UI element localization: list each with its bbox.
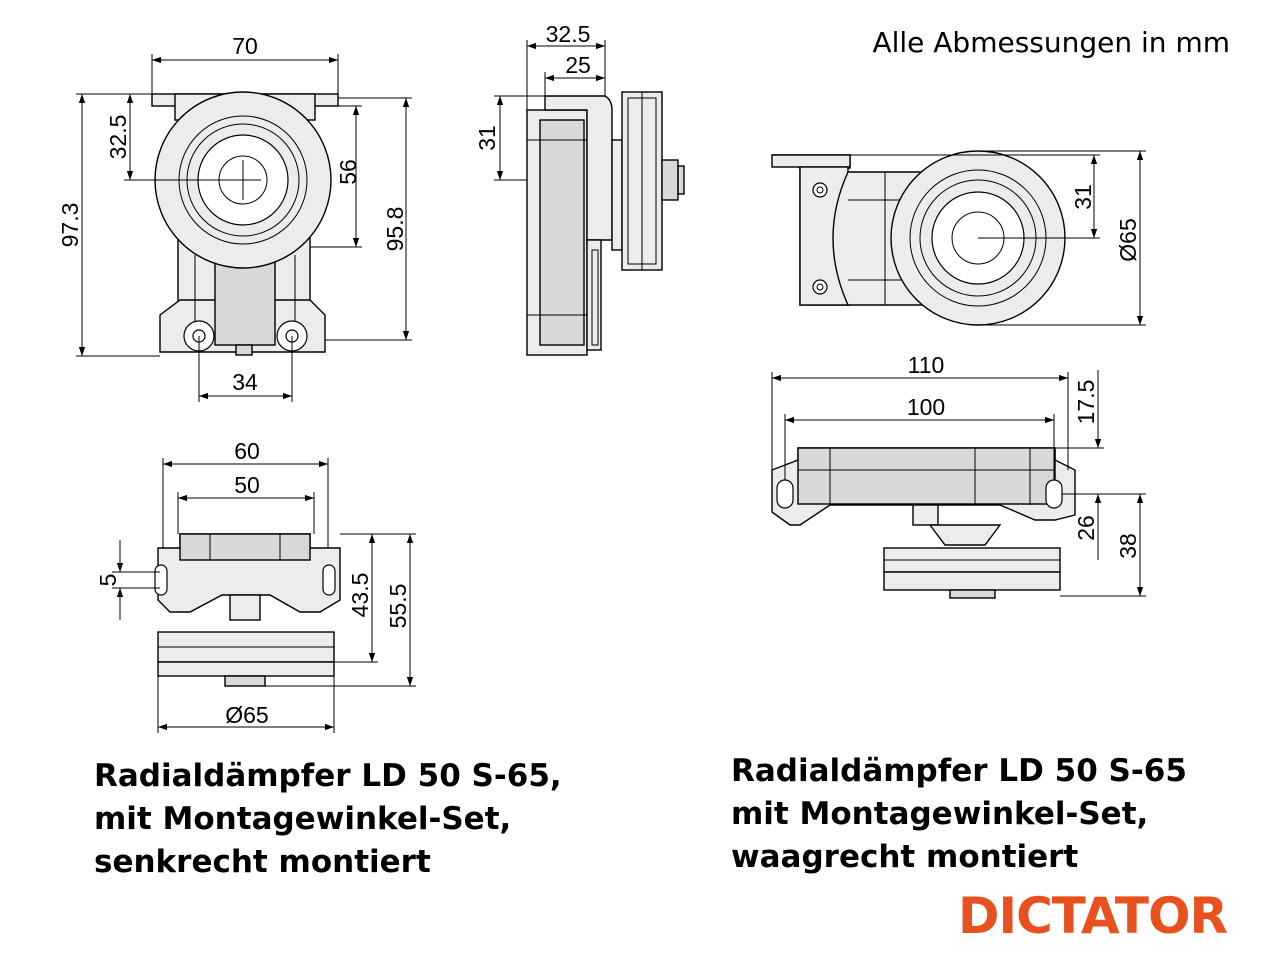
- front-view-vertical: 70 97.3 32.5 56 95.8 34: [57, 33, 412, 402]
- dim-50: 50: [234, 472, 260, 498]
- bottom-view-vertical: 60 50 5 43.5 55.5 Ø65: [95, 438, 416, 733]
- caption-vertical-line-1: Radialdämpfer LD 50 S-65,: [94, 758, 562, 794]
- dim-34: 34: [232, 369, 258, 395]
- caption-horizontal-line-2: mit Montagewinkel-Set,: [731, 796, 1149, 832]
- dim-95-8: 95.8: [382, 207, 408, 252]
- dim-70: 70: [232, 33, 258, 59]
- caption-horizontal-line-1: Radialdämpfer LD 50 S-65: [731, 753, 1187, 789]
- top-view-horizontal: 31 Ø65: [771, 150, 1146, 326]
- dim-31-top: 31: [1070, 184, 1096, 210]
- dim-65-top: Ø65: [1115, 218, 1141, 261]
- dictator-logo: DICTATOR: [958, 887, 1228, 945]
- dim-17-5: 17.5: [1073, 380, 1099, 425]
- caption-vertical-line-3: senkrecht montiert: [94, 844, 431, 880]
- caption-vertical-line-2: mit Montagewinkel-Set,: [94, 801, 512, 837]
- dim-97-3: 97.3: [57, 203, 83, 248]
- caption-horizontal-line-3: waagrecht montiert: [731, 839, 1079, 875]
- side-view-vertical: 32.5 25 31: [474, 21, 685, 356]
- dim-110: 110: [908, 352, 945, 378]
- dim-65-bottom: Ø65: [225, 702, 268, 728]
- dim-60: 60: [234, 438, 260, 464]
- dim-55-5: 55.5: [385, 584, 411, 629]
- caption-vertical: Radialdämpfer LD 50 S-65, mit Montagewin…: [94, 755, 562, 884]
- dim-43-5: 43.5: [347, 573, 373, 618]
- dim-26: 26: [1073, 515, 1099, 541]
- dim-56: 56: [335, 159, 361, 185]
- dim-5: 5: [95, 574, 121, 587]
- dim-25-side: 25: [565, 52, 591, 78]
- units-note: Alle Abmessungen in mm: [872, 26, 1230, 59]
- dim-32-5-side: 32.5: [546, 21, 591, 47]
- dim-31-side: 31: [474, 125, 500, 151]
- caption-horizontal: Radialdämpfer LD 50 S-65 mit Montagewink…: [731, 750, 1187, 879]
- dim-32-5: 32.5: [105, 115, 131, 160]
- dim-38: 38: [1115, 533, 1141, 559]
- dim-100: 100: [907, 394, 945, 420]
- side-view-horizontal: 110 100 17.5 26 38: [771, 352, 1146, 599]
